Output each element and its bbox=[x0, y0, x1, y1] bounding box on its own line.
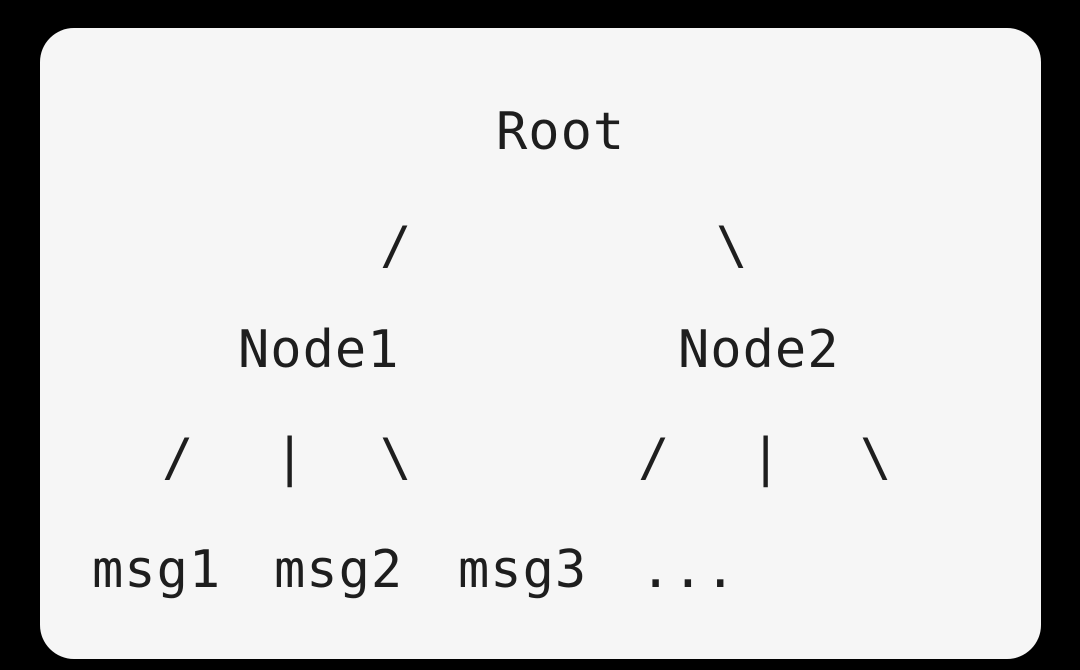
root-right-edge: \ bbox=[716, 216, 749, 276]
node2-label: Node2 bbox=[678, 320, 840, 380]
node2-left-edge: / bbox=[638, 428, 671, 488]
node1-right-edge: \ bbox=[380, 428, 413, 488]
node1-middle-edge: | bbox=[274, 428, 307, 488]
leaf-ellipsis: ... bbox=[640, 540, 737, 600]
leaf-msg2: msg2 bbox=[274, 540, 404, 600]
leaf-msg3: msg3 bbox=[458, 540, 588, 600]
node2-middle-edge: | bbox=[750, 428, 783, 488]
root-left-edge: / bbox=[380, 216, 413, 276]
leaf-msg1: msg1 bbox=[92, 540, 222, 600]
node2-right-edge: \ bbox=[860, 428, 893, 488]
root-node-label: Root bbox=[496, 102, 626, 162]
node1-label: Node1 bbox=[238, 320, 400, 380]
tree-diagram-card: Root / \ Node1 Node2 / | \ / | \ msg1 ms… bbox=[40, 28, 1041, 659]
node1-left-edge: / bbox=[162, 428, 195, 488]
